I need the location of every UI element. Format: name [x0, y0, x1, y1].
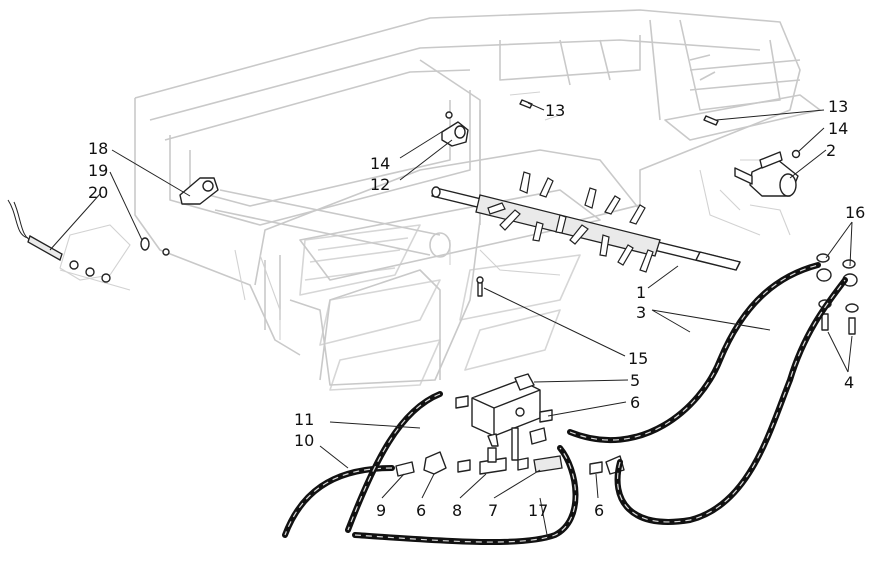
callout-3: 3	[636, 303, 646, 322]
callout-5: 5	[630, 371, 640, 390]
bearing-housing	[734, 151, 799, 197]
callout-6-bottom-left: 6	[416, 501, 426, 520]
callout-15: 15	[628, 349, 648, 368]
callout-19: 19	[88, 161, 108, 180]
callout-6-right-of-valve: 6	[630, 393, 640, 412]
callout-13-top: 13	[545, 101, 565, 120]
fittings-lower	[395, 395, 625, 477]
callout-20: 20	[88, 183, 108, 202]
callouts: 1 2 3 4 5 6 6 6 7 8 9 10 11 12 13 13 14 …	[88, 97, 865, 520]
callout-8: 8	[452, 501, 462, 520]
callout-16: 16	[845, 203, 865, 222]
callout-17: 17	[528, 501, 548, 520]
small-hardware	[441, 99, 801, 297]
callout-12: 12	[370, 175, 390, 194]
rotor-shaft	[431, 171, 741, 273]
left-bracket	[140, 177, 219, 256]
callout-7: 7	[488, 501, 498, 520]
callout-18: 18	[88, 139, 108, 158]
callout-4: 4	[844, 373, 854, 392]
callout-14-left: 14	[370, 154, 390, 173]
callout-13-right: 13	[828, 97, 848, 116]
valve-block	[471, 373, 541, 447]
callout-2: 2	[826, 141, 836, 160]
callout-10: 10	[294, 431, 314, 450]
sensor-cable	[7, 199, 111, 283]
rotor-teeth	[487, 171, 654, 273]
hydraulic-hoses	[282, 262, 848, 546]
callout-1: 1	[636, 283, 646, 302]
watermark-logo	[299, 224, 581, 391]
callout-11: 11	[294, 410, 314, 429]
callout-6-bottom-right: 6	[594, 501, 604, 520]
callout-14-right: 14	[828, 119, 848, 138]
leader-lines	[49, 102, 853, 541]
callout-9: 9	[376, 501, 386, 520]
